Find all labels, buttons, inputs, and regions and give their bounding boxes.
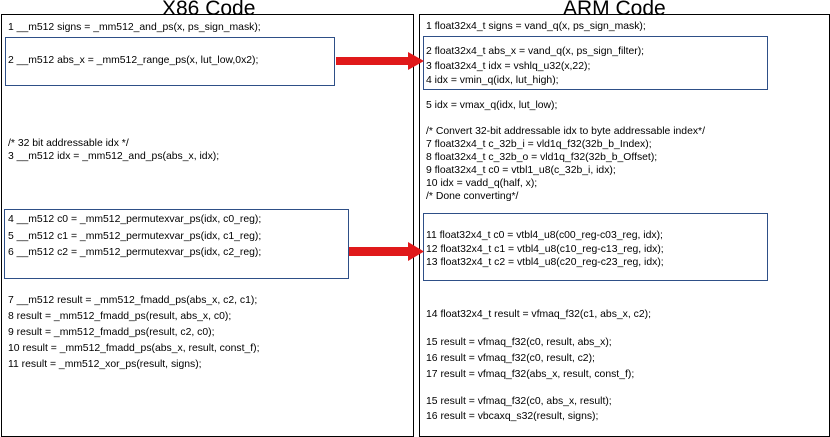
arm-highlight-box-range	[423, 36, 768, 90]
x86-code-panel	[1, 14, 414, 437]
arm-line-1: 1 float32x4_t signs = vand_q(x, ps_sign_…	[426, 21, 646, 32]
x86-line-1: 1 __m512 signs = _mm512_and_ps(x, ps_sig…	[8, 22, 261, 33]
x86-line-4: 4 __m512 c0 = _mm512_permutexvar_ps(idx,…	[8, 214, 262, 225]
x86-line-5: 5 __m512 c1 = _mm512_permutexvar_ps(idx,…	[8, 231, 262, 242]
arm-line-7: 7 float32x4_t c_32b_i = vld1q_f32(32b_b_…	[426, 139, 652, 150]
arm-line-3: 3 float32x4_t idx = vshlq_u32(x,22);	[426, 61, 591, 72]
arm-line-8: 8 float32x4_t c_32b_o = vld1q_f32(32b_b_…	[426, 152, 658, 163]
x86-line-7: 7 __m512 result = _mm512_fmadd_ps(abs_x,…	[8, 295, 258, 306]
x86-line-6: 6 __m512 c2 = _mm512_permutexvar_ps(idx,…	[8, 247, 262, 258]
x86-line-11: 11 result = _mm512_xor_ps(result, signs)…	[8, 359, 202, 370]
arm-line-16b: 16 result = vbcaxq_s32(result, signs);	[426, 411, 599, 422]
x86-line-3: 3 __m512 idx = _mm512_and_ps(abs_x, idx)…	[8, 151, 220, 162]
arm-line-15b: 15 result = vfmaq_f32(c0, abs_x, result)…	[426, 396, 612, 407]
x86-line-8: 8 result = _mm512_fmadd_ps(result, abs_x…	[8, 311, 232, 322]
x86-line-2: 2 __m512 abs_x = _mm512_range_ps(x, lut_…	[8, 55, 259, 66]
x86-highlight-box-permute	[4, 209, 349, 279]
arm-highlight-box-table	[423, 213, 768, 281]
arm-line-15a: 15 result = vfmaq_f32(c0, result, abs_x)…	[426, 337, 612, 348]
arm-line-9: 9 float32x4_t c0 = vtbl1_u8(c_32b_i, idx…	[426, 165, 616, 176]
arrow-range-icon	[336, 52, 424, 70]
arm-line-5: 5 idx = vmax_q(idx, lut_low);	[426, 100, 558, 111]
x86-line-9: 9 result = _mm512_fmadd_ps(result, c2, c…	[8, 327, 215, 338]
arm-line-4: 4 idx = vmin_q(idx, lut_high);	[426, 75, 559, 86]
arm-line-12: 12 float32x4_t c1 = vtbl4_u8(c10_reg-c13…	[426, 244, 664, 255]
x86-comment-idx: /* 32 bit addressable idx */	[8, 138, 129, 149]
arm-line-16a: 16 result = vfmaq_f32(c0, result, c2);	[426, 353, 595, 364]
arm-comment-done: /* Done converting*/	[426, 191, 519, 202]
arm-line-10: 10 idx = vadd_q(half, x);	[426, 178, 538, 189]
arm-line-14: 14 float32x4_t result = vfmaq_f32(c1, ab…	[426, 309, 651, 320]
arm-line-13: 13 float32x4_t c2 = vtbl4_u8(c20_reg-c23…	[426, 257, 664, 268]
arm-line-17: 17 result = vfmaq_f32(abs_x, result, con…	[426, 369, 635, 380]
arm-line-11: 11 float32x4_t c0 = vtbl4_u8(c00_reg-c03…	[426, 230, 663, 241]
arrow-permute-icon	[349, 242, 424, 261]
arm-line-2: 2 float32x4_t abs_x = vand_q(x, ps_sign_…	[426, 46, 645, 57]
x86-line-10: 10 result = _mm512_fmadd_ps(abs_x, resul…	[8, 343, 260, 354]
x86-highlight-box-range	[5, 37, 335, 86]
arm-comment-convert: /* Convert 32-bit addressable idx to byt…	[426, 126, 705, 137]
